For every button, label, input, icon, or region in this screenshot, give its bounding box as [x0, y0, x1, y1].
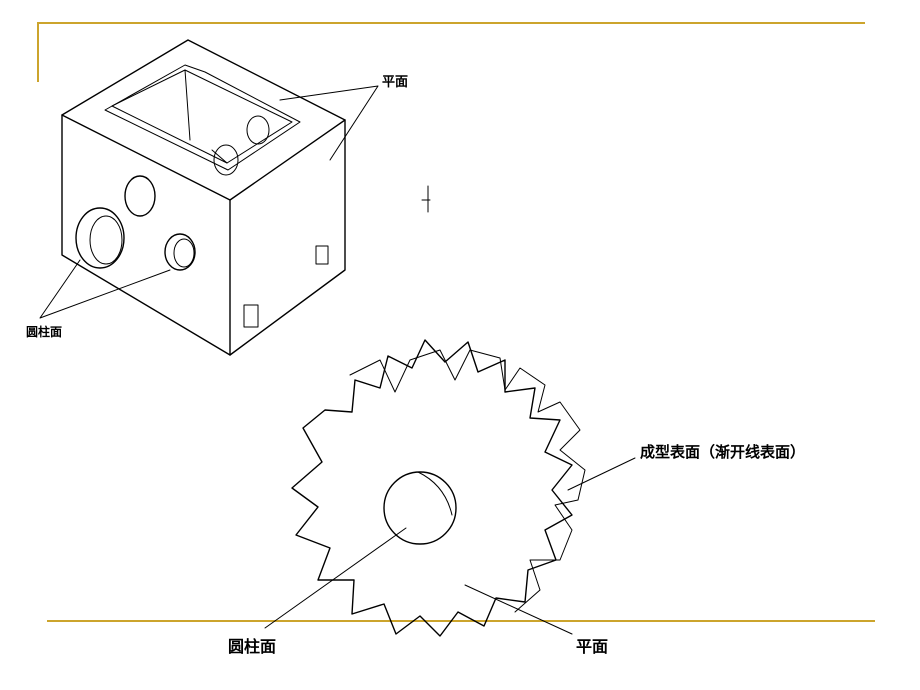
- block-hole-large: [75, 207, 125, 269]
- block-pocket-outline: [104, 64, 301, 171]
- gear-cylinder-leader: [264, 527, 407, 629]
- block-hole-upper: [124, 175, 156, 217]
- top-rule: [37, 22, 865, 24]
- block-part: [39, 39, 379, 356]
- block-top-face: [61, 39, 346, 201]
- block-planes-leader: [279, 85, 379, 161]
- gear-bore: [383, 471, 457, 545]
- gear-formed-leader: [567, 457, 636, 491]
- gear-part: [264, 339, 636, 637]
- tick-mark: [421, 185, 431, 213]
- block-cylinders-label: 圆柱面: [26, 324, 62, 339]
- block-front-face: [61, 114, 231, 356]
- bottom-rule: [47, 620, 875, 622]
- block-hole-lower-inner: [173, 238, 195, 268]
- gear-bore-inner: [417, 471, 453, 516]
- block-hole-lower: [164, 233, 196, 271]
- block-pocket-hole-a: [246, 115, 270, 145]
- gear-formed-label: 成型表面（渐开线表面）: [640, 443, 805, 461]
- block-pocket-hole-b: [213, 144, 239, 176]
- block-cylinders-leader: [39, 259, 171, 319]
- left-rule: [37, 22, 39, 82]
- gear-plane-leader: [464, 584, 573, 635]
- block-slot-lower: [243, 304, 259, 328]
- gear-plane-label: 平面: [576, 637, 608, 656]
- gear-front-profile: [291, 339, 573, 637]
- block-slot-upper: [315, 245, 329, 265]
- block-planes-label: 平面: [382, 75, 408, 90]
- gear-back-profile: [349, 349, 586, 613]
- block-pocket-depth: [184, 69, 228, 164]
- gear-cylinder-label: 圆柱面: [228, 637, 276, 656]
- block-hole-large-inner: [89, 215, 123, 265]
- block-right-face: [229, 119, 346, 356]
- block-pocket-inner: [111, 69, 293, 164]
